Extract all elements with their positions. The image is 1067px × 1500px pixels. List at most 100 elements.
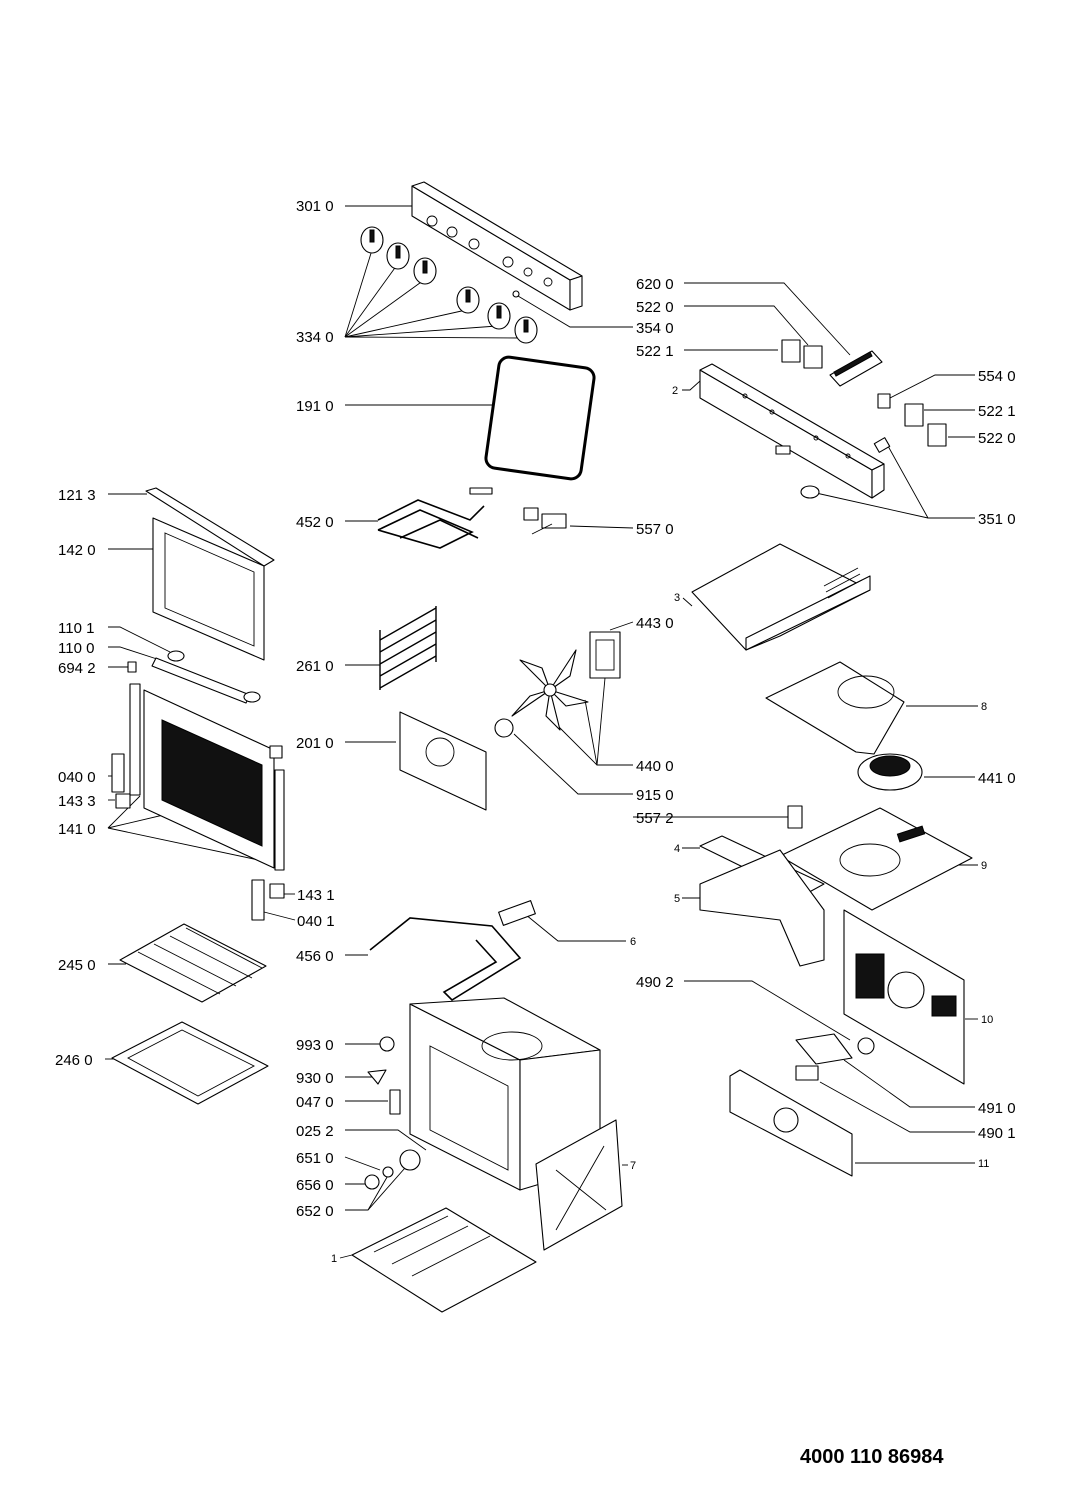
callout-620-0: 620 0 (636, 276, 674, 293)
callout-443-0: 443 0 (636, 615, 674, 632)
terminal-block (829, 350, 883, 387)
door-switch (877, 393, 891, 409)
callout-522-1-top: 522 1 (636, 343, 674, 360)
callout-040-0: 040 0 (58, 769, 96, 786)
callout-025-2: 025 2 (296, 1123, 334, 1140)
callout-301-0: 301 0 (296, 198, 334, 215)
hinge-block (115, 793, 131, 809)
callout-441-0: 441 0 (978, 770, 1016, 787)
handle-cap-left (167, 650, 185, 662)
control-knobs (360, 226, 538, 344)
top-cover (691, 543, 871, 651)
callout-6: 6 (630, 936, 636, 948)
door-handle (151, 657, 251, 704)
fan-nut (494, 718, 514, 738)
callout-452-0: 452 0 (296, 514, 334, 531)
hinge-top-right (269, 745, 283, 759)
callout-491-0: 491 0 (978, 1100, 1016, 1117)
door-outer-glass (152, 517, 265, 661)
safety-thermostat (523, 507, 567, 535)
callout-656-0: 656 0 (296, 1177, 334, 1194)
selector-switches (781, 339, 947, 447)
callout-9: 9 (981, 860, 987, 872)
fan-cover (399, 711, 487, 811)
door-inner-panel (129, 683, 285, 871)
callout-351-0: 351 0 (978, 511, 1016, 528)
hinge-left (111, 753, 125, 793)
callout-1: 1 (331, 1253, 337, 1265)
baking-tray (111, 1021, 269, 1105)
callout-5: 5 (674, 893, 680, 905)
clip (367, 1069, 387, 1085)
callout-993-0: 993 0 (296, 1037, 334, 1054)
callout-2: 2 (672, 385, 678, 397)
base-plate (779, 807, 973, 911)
thermostat (800, 437, 891, 499)
hinge-block-right (269, 883, 285, 899)
callout-191-0: 191 0 (296, 398, 334, 415)
callout-557-2: 557 2 (636, 810, 674, 827)
callout-201-0: 201 0 (296, 735, 334, 752)
callout-915-0: 915 0 (636, 787, 674, 804)
shelf-support (379, 606, 437, 690)
callout-652-0: 652 0 (296, 1203, 334, 1220)
wire-shelf (119, 923, 267, 1003)
callout-554-0: 554 0 (978, 368, 1016, 385)
oven-gasket (484, 355, 596, 481)
document-number: 4000 110 86984 (800, 1446, 944, 1468)
callout-7: 7 (630, 1160, 636, 1172)
fan-motor (589, 631, 621, 679)
hinge-clip (127, 661, 137, 673)
callout-354-0: 354 0 (636, 320, 674, 337)
indicator-lamp (512, 290, 520, 298)
bottom-cover (351, 1207, 537, 1313)
mains-terminal (795, 1033, 875, 1065)
callout-261-0: 261 0 (296, 658, 334, 675)
callout-930-0: 930 0 (296, 1070, 334, 1087)
temp-sensor (787, 805, 803, 829)
filter-490-1 (795, 1065, 819, 1081)
callout-labels: 301 0 334 0 354 0 620 0 522 0 522 1 2 55… (55, 198, 1016, 1265)
fan-shroud (765, 661, 905, 755)
callout-557-0: 557 0 (636, 521, 674, 538)
callout-8: 8 (981, 701, 987, 713)
callout-694-2: 694 2 (58, 660, 96, 677)
grill-element (377, 487, 493, 549)
door-top-trim (145, 487, 275, 567)
callout-456-0: 456 0 (296, 948, 334, 965)
lamp-holder (364, 1174, 380, 1190)
leader-lines (105, 205, 978, 1259)
latch (389, 1089, 401, 1115)
bottom-element (369, 900, 536, 1002)
callout-4: 4 (674, 843, 680, 855)
rear-cover (729, 1069, 853, 1177)
callout-141-0: 141 0 (58, 821, 96, 838)
callout-334-0: 334 0 (296, 329, 334, 346)
thermostat-knob (379, 1036, 395, 1052)
callout-651-0: 651 0 (296, 1150, 334, 1167)
callout-522-0-right: 522 0 (978, 430, 1016, 447)
callout-522-1-right: 522 1 (978, 403, 1016, 420)
lamp-cover (399, 1149, 421, 1171)
callout-245-0: 245 0 (58, 957, 96, 974)
callout-490-2: 490 2 (636, 974, 674, 991)
callout-110-0: 110 0 (58, 640, 94, 657)
callout-246-0: 246 0 (55, 1052, 93, 1069)
hinge-right (251, 879, 265, 921)
callout-3: 3 (674, 592, 680, 604)
callout-10: 10 (981, 1014, 993, 1026)
callout-11: 11 (978, 1158, 989, 1170)
callout-110-1: 110 1 (58, 620, 94, 637)
callout-490-1: 490 1 (978, 1125, 1016, 1142)
handle-cap-right (243, 691, 261, 703)
callout-121-3: 121 3 (58, 487, 96, 504)
fan-blade (511, 649, 589, 731)
callout-040-1: 040 1 (297, 913, 335, 930)
callout-522-0-top: 522 0 (636, 299, 674, 316)
callout-143-3: 143 3 (58, 793, 96, 810)
callout-047-0: 047 0 (296, 1094, 334, 1111)
cooling-fan-motor (857, 753, 923, 791)
electronics-bracket (699, 363, 885, 499)
control-panel (411, 181, 583, 311)
